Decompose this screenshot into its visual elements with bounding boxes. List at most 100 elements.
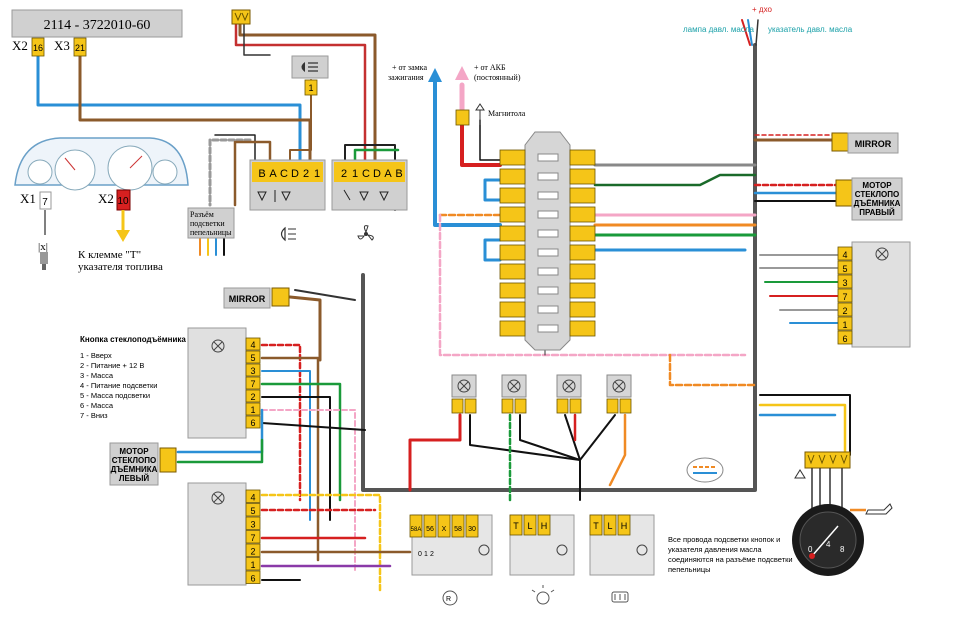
fuse-slot-left [499,168,526,185]
relays [451,374,632,414]
motor-right-box [851,177,903,221]
fuse-slot-right [569,168,596,185]
x1-pin: 7 [42,197,48,208]
wire-blue-x2 [36,53,302,162]
footnote-line3: соединяются на разъёме подсветки [668,555,793,564]
fan-icon [357,225,374,241]
left-top-switch-pin-box [245,350,261,364]
x2b-pin: 10 [117,196,129,207]
x2-pin-box [31,37,45,57]
left-bottom-switch-pin-box [245,530,261,544]
parking-light-icon: R [442,590,458,606]
right-switch-pin-5: 5 [842,264,847,274]
mirror-right-label: MIRROR [855,139,892,149]
battery-line2: (постоянный) [474,73,521,82]
svg-text:R: R [446,596,451,603]
fuse [537,324,559,333]
mirror-right-connector [831,132,849,152]
hs1-pin-58a: 58А [411,527,422,533]
x1-pin-box [39,191,52,210]
fuse-slot-right [569,263,596,280]
dome-light-icon [531,585,555,605]
motor-right-line3: ДЪЁМНИКА [854,199,901,208]
gauge-tick-0: 0 [808,545,813,554]
right-window-switch[interactable] [851,241,911,348]
battery-arrow [455,66,469,80]
hs1-scale-0: 0 [418,551,422,558]
left-bottom-switch-pin-1: 1 [250,560,255,570]
legend-item-7: 7 - Вниз [80,411,108,420]
right-switch-pin-box [837,246,853,261]
fuse-slot-left [499,320,526,337]
ground-bus [361,43,757,492]
right-switch-pin-7: 7 [842,292,847,302]
splice-bubble [686,457,724,483]
left-bottom-switch-pin-3: 3 [250,520,255,530]
instrument-cluster [14,137,189,191]
fuse [537,286,559,295]
left-bottom-switch-pin-box [245,516,261,530]
left-top-switch-pin-1: 1 [250,405,255,415]
legend-title: Кнопка стеклоподъёмника [80,335,186,344]
part-number-title: 2114 - 3722010-60 [44,18,151,33]
x3-label: X3 [54,38,70,53]
ashtray-connector [187,207,235,239]
legend-item-2: 2 - Питание + 12 В [80,361,144,370]
motor-right-connector [835,179,853,207]
footnote-line4: пепельницы [668,565,711,574]
left-top-switch-pin-box [245,337,261,351]
dho-label: + дхо [752,5,772,14]
ashtray-line3: пепельницы [190,228,232,237]
x3-pin: 21 [75,43,85,53]
left-top-switch-pin-2: 2 [250,392,255,402]
fuse-slot-left [499,263,526,280]
left-top-switch-pin-box [245,376,261,390]
oil-lamp-label: лампа давл. масла [683,25,755,34]
fuse-block [524,131,571,351]
fuse [537,153,559,162]
fuse-slot-right [569,320,596,337]
right-switch-pin-box [837,316,853,331]
fog-pin-1: 1 [314,168,320,180]
right-switch-pin-box [837,302,853,317]
legend-item-6: 6 - Масса [80,401,114,410]
left-bottom-switch-pin-box [245,543,261,557]
left-bottom-switch-pin-box [245,557,261,571]
ignition-line1: + от замка [392,63,427,72]
fuse-slot-right [569,244,596,261]
x2-pin: 16 [33,43,43,53]
hs1-pin-58: 58 [454,526,462,533]
fog-switch-block [249,159,326,211]
fuse [537,248,559,257]
fuel-note-line2: указателя топлива [78,261,163,273]
fuse-slot-right [569,206,596,223]
hs1-scale-1: 1 [424,551,428,558]
fan-pin-c: C [362,168,370,180]
motor-right-line1: МОТОР [862,181,892,190]
fuse-slot-left [499,187,526,204]
left-window-switch-bottom[interactable] [187,482,247,586]
left-bottom-switch-pin-box [245,570,261,584]
mirror-left-box [223,287,271,309]
fuse [537,210,559,219]
fuse-slot-right [569,225,596,242]
fan-pin-d: D [373,168,381,180]
left-top-switch-pin-4: 4 [250,340,255,350]
right-switch-pin-2: 2 [842,306,847,316]
left-bottom-switch-pin-4: 4 [250,493,255,503]
fuse-slot-left [499,301,526,318]
footnote-line1: Все провода подсветки кнопок и [668,535,780,544]
left-top-switch-pin-5: 5 [250,353,255,363]
motor-left-line3: ДЪЁМНИКА [111,465,158,474]
left-switch-lamp-icon [211,339,225,353]
gauge-tick-8: 8 [840,545,845,554]
sensor-symbol: |x| [38,241,48,253]
mirror-right-box [847,132,899,154]
sw3-pin-l: L [607,521,612,531]
motor-left-line4: ЛЕВЫЙ [119,474,150,483]
left-bottom-switch-pin-box [245,489,261,503]
fuse [537,172,559,181]
oil-pressure-gauge [792,504,864,576]
fuse [537,305,559,314]
sw2-pin-l: L [527,521,532,531]
